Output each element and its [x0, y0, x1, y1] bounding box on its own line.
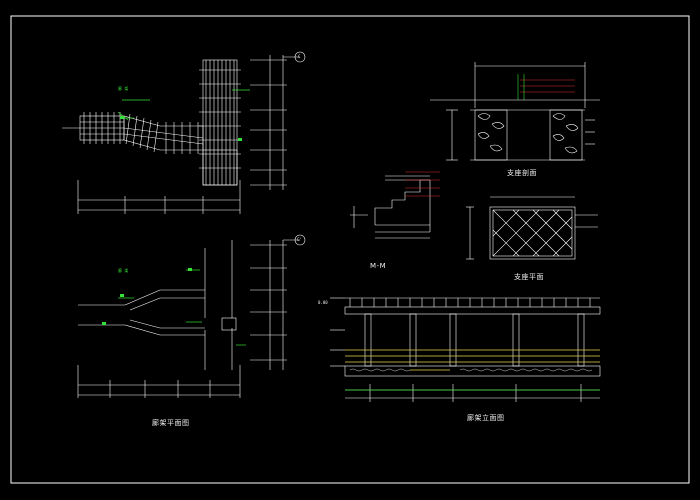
caption-plan-view: 廊架平面图: [152, 419, 190, 427]
grid-mark-upper-label: C: [298, 54, 301, 59]
upper-trunk-beams: [199, 59, 241, 186]
elevation-top-label: 0.00: [318, 300, 328, 305]
lower-green-leaders: [118, 269, 246, 346]
step-red-leaders: [405, 171, 440, 197]
elevation-gravel: [349, 368, 593, 372]
upper-dimension-line: [77, 180, 241, 214]
upper-angled-arm-beams: [123, 113, 204, 154]
grid-mark-lower-label: C': [297, 237, 302, 242]
upper-right-dimension: [250, 55, 300, 190]
detail-plan: [466, 196, 598, 260]
step-section-mm: [350, 175, 431, 239]
grid-mark-lower: [294, 234, 306, 246]
drawing-border: [10, 15, 690, 484]
upper-plan-view: [62, 51, 306, 214]
plan-lower-title: 廊 架: [118, 268, 129, 273]
elevation-columns: [364, 313, 585, 367]
upper-green-marks: [120, 116, 242, 141]
lower-green-marks: [102, 268, 192, 325]
foundation-section: [430, 62, 600, 161]
elevation-yellow-rails: [345, 349, 600, 371]
foundation-red-leaders: [520, 79, 575, 93]
upper-green-leaders: [117, 89, 250, 121]
caption-detail-plan: 支座平面: [514, 273, 544, 281]
caption-corridor-elevation: 廊架立面图: [467, 414, 505, 422]
caption-section-mm: M-M: [370, 262, 387, 270]
plan-upper-title: 廊 架: [118, 86, 129, 91]
upper-left-arm-beams: [79, 112, 125, 144]
foundation-green-leaders: [517, 74, 525, 100]
lower-plan-view: [77, 234, 306, 398]
corridor-elevation: [330, 297, 601, 402]
rafter-ticks: [349, 298, 591, 307]
grid-mark-upper: [294, 51, 306, 63]
caption-detail-section: 支座剖面: [507, 169, 537, 177]
